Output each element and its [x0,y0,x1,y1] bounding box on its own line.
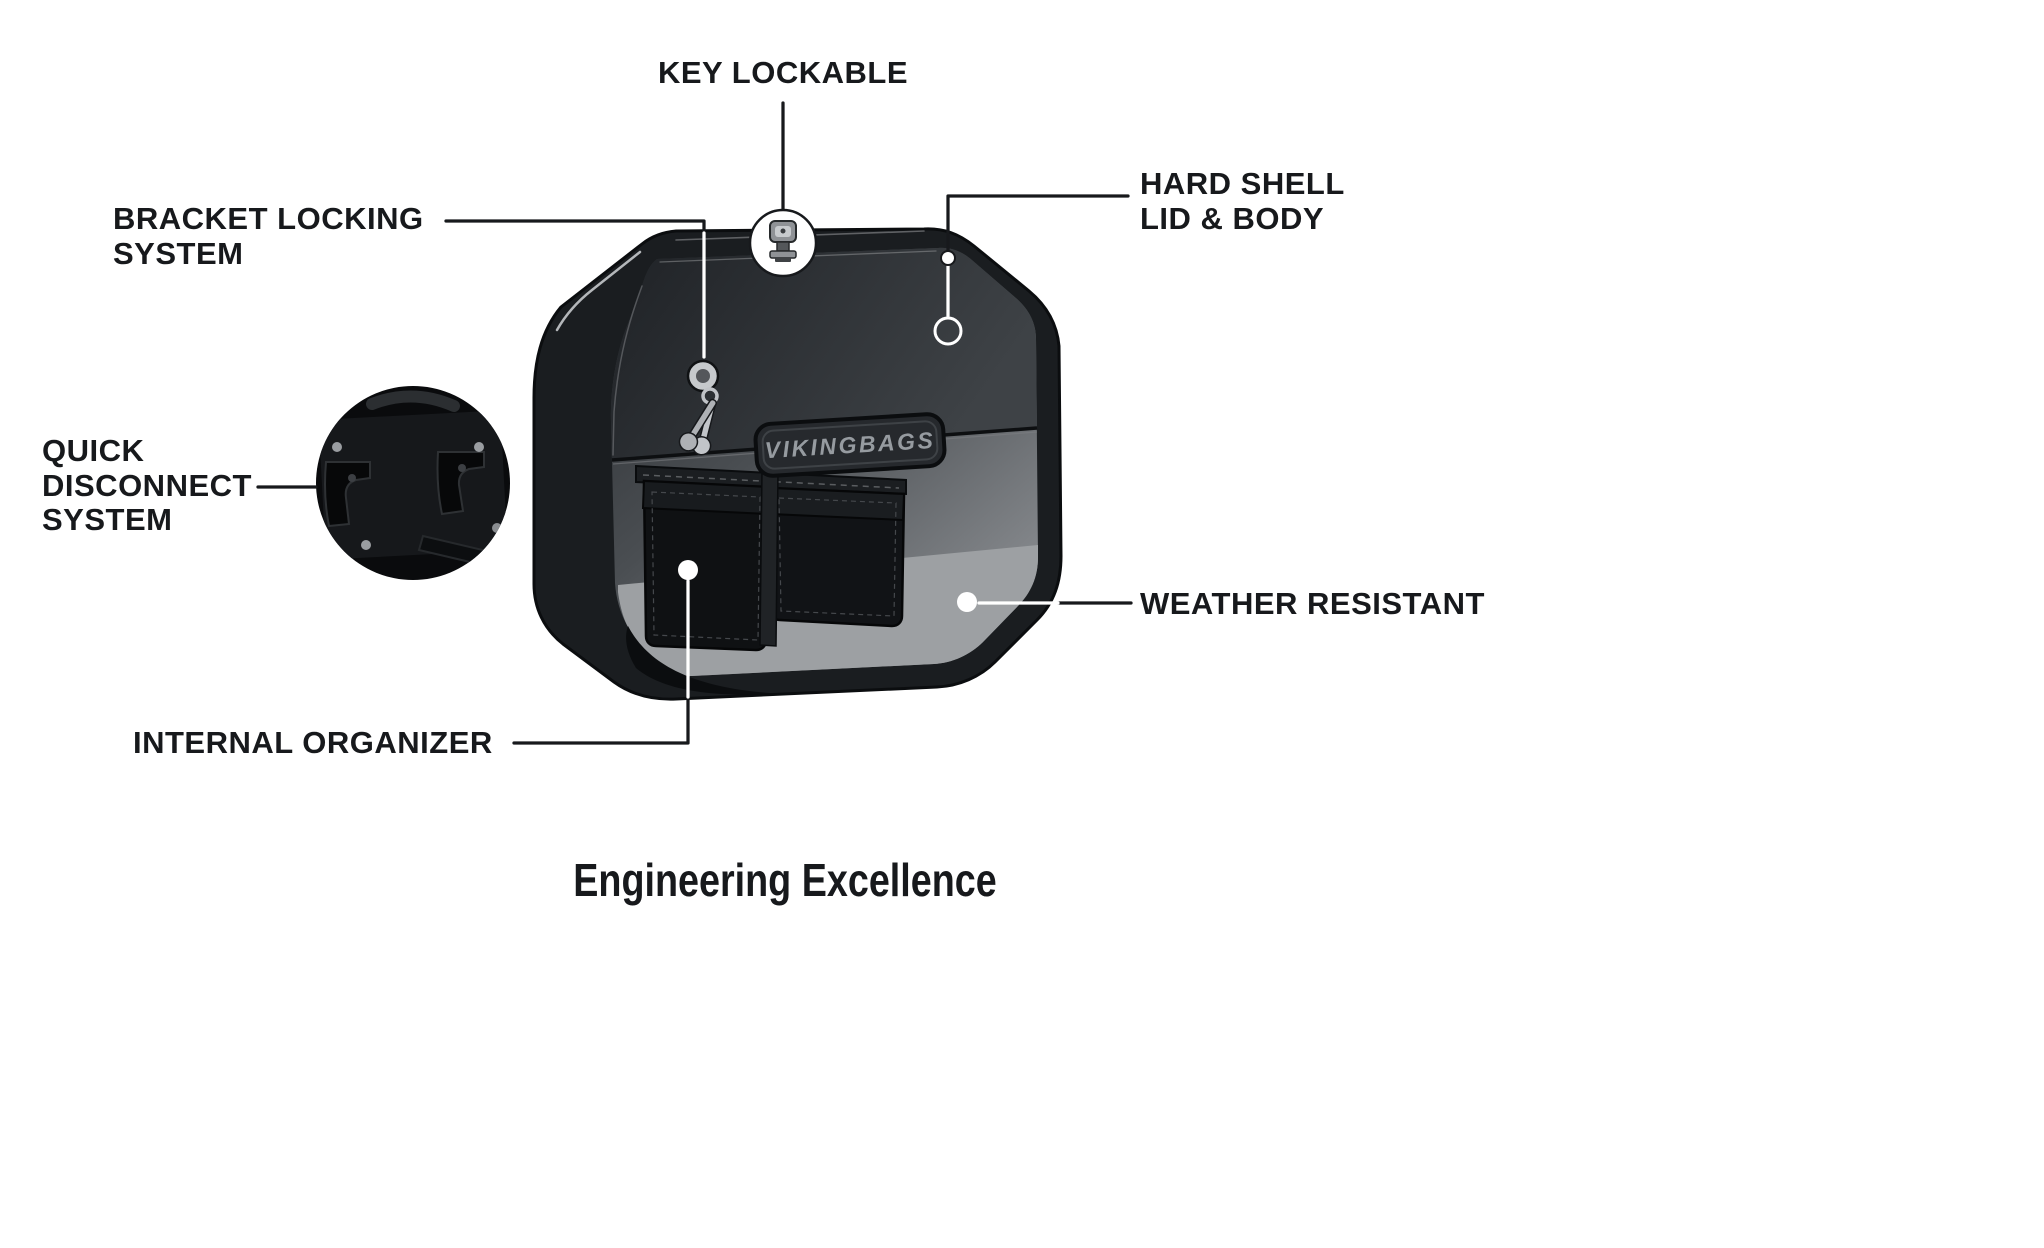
callout-label-key-lockable: KEY LOCKABLE [657,55,909,90]
callout-ring-hard-shell-body [933,316,963,346]
bag-lid [610,247,1037,460]
footer-title: Engineering Excellence [573,854,997,906]
callout-label-internal-organizer: INTERNAL ORGANIZER [133,725,493,760]
internal-organizer-pockets [635,464,907,652]
callout-label-bracket-locking-system: BRACKET LOCKING SYSTEM [113,201,424,271]
mounting-brackets [324,451,485,528]
callout-line-hard-shell [946,194,1130,252]
key-lock [678,359,720,456]
callout-dot-weather-resistant [957,592,977,612]
callout-lines-light [686,231,1060,699]
quick-disconnect-inset [316,386,510,580]
top-latch [748,208,818,278]
callout-line-bracket-locking [444,219,706,233]
brand-badge: VIKINGBAGS [753,412,947,478]
callout-lines-dark [256,101,1133,745]
callout-dot-hard-shell-lid [940,250,956,266]
callout-markers [678,250,977,612]
hanging-keys [678,398,718,456]
callout-label-quick-disconnect-system: QUICK DISCONNECT SYSTEM [42,433,252,538]
bag-bottom-shadow [626,626,785,695]
callout-line-internal-organizer [512,697,690,745]
callout-dot-internal-organizer [678,560,698,580]
hard-bag-illustration: VIKINGBAGS [532,208,1063,701]
callout-label-weather-resistant: WEATHER RESISTANT [1140,586,1485,621]
callout-label-hard-shell-lid-body: HARD SHELL LID & BODY [1140,166,1345,236]
